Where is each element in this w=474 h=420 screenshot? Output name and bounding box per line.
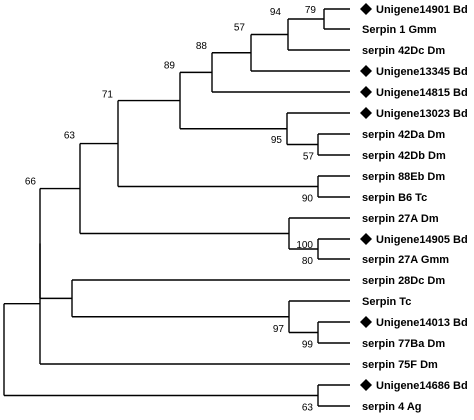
leaf-label: serpin 77Ba Dm	[362, 338, 445, 350]
leaf-label: serpin 28Dc Dm	[362, 275, 445, 287]
diamond-icon	[360, 65, 372, 77]
bootstrap-value: 80	[302, 256, 314, 267]
leaf-label: Unigene13023 Bd	[376, 108, 468, 120]
bootstrap-value: 79	[305, 5, 317, 16]
leaf-label: Unigene14013 Bd	[376, 317, 468, 329]
leaf-label: serpin 88Eb Dm	[362, 171, 445, 183]
bootstrap-value: 94	[270, 7, 282, 18]
bootstrap-value: 71	[102, 90, 114, 101]
bootstrap-value: 100	[296, 240, 313, 251]
leaf-markers	[360, 3, 372, 391]
diamond-icon	[360, 86, 372, 98]
diamond-icon	[360, 379, 372, 391]
bootstrap-value: 66	[25, 177, 37, 188]
bootstrap-value: 95	[271, 135, 283, 146]
diamond-icon	[360, 233, 372, 245]
bootstrap-value: 90	[302, 194, 314, 205]
leaf-label: Unigene14901 Bd	[376, 4, 468, 16]
leaf-label: Unigene14686 Bd	[376, 380, 468, 392]
bootstrap-values: 79 94 57 88 89 95 57 71 90 63 100 80 66 97 99 63	[25, 5, 317, 414]
bootstrap-value: 63	[64, 131, 76, 142]
leaf-label: Unigene13345 Bd	[376, 66, 468, 78]
diamond-icon	[360, 3, 372, 15]
leaf-labels: Unigene14901 Bd Serpin 1 Gmm serpin 42Dc D…	[362, 4, 468, 413]
tree-branches	[3, 8, 350, 407]
leaf-label: serpin 4 Ag	[362, 401, 422, 413]
bootstrap-value: 99	[302, 340, 314, 351]
diamond-icon	[360, 316, 372, 328]
leaf-label: serpin B6 Tc	[362, 192, 427, 204]
bootstrap-value: 97	[273, 324, 285, 335]
bootstrap-value: 88	[196, 41, 208, 52]
leaf-label: Unigene14815 Bd	[376, 87, 468, 99]
bootstrap-value: 63	[302, 403, 314, 414]
leaf-label: serpin 42Da Dm	[362, 129, 445, 141]
leaf-label: Serpin Tc	[362, 296, 411, 308]
leaf-label: serpin 42Db Dm	[362, 150, 446, 162]
diamond-icon	[360, 107, 372, 119]
leaf-label: Unigene14905 Bd	[376, 234, 468, 246]
leaf-label: serpin 75F Dm	[362, 359, 438, 371]
bootstrap-value: 89	[164, 60, 176, 71]
bootstrap-value: 57	[303, 152, 315, 163]
leaf-label: serpin 27A Gmm	[362, 254, 449, 266]
leaf-label: serpin 42Dc Dm	[362, 45, 445, 57]
bootstrap-value: 57	[234, 23, 246, 34]
leaf-label: Serpin 1 Gmm	[362, 24, 437, 36]
leaf-label: serpin 27A Dm	[362, 213, 439, 225]
